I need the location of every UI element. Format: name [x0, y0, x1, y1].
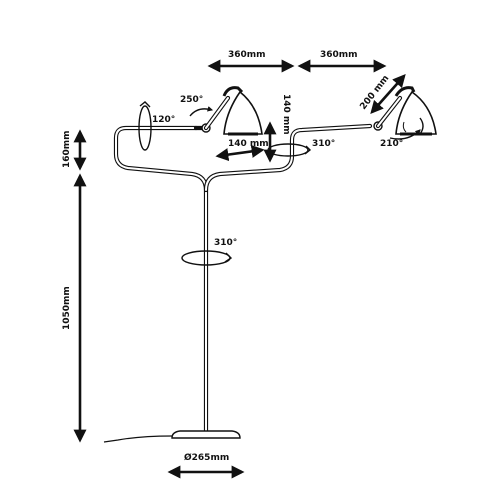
arm-reach-left-label: 360mm — [228, 50, 266, 60]
left-head-tilt-icon — [189, 106, 214, 117]
center-swivel-label: 310° — [312, 139, 335, 149]
right-arm-length-arrow — [370, 74, 406, 114]
center-swivel-icon — [267, 143, 309, 157]
left-arm-extension-arrow — [215, 144, 265, 162]
left-arm-extension-label: 140 mm — [228, 139, 269, 149]
left-arm-vertical-label: 140 mm — [281, 94, 291, 135]
upper-height-label: 160mm — [62, 130, 72, 168]
arm-reach-right-label: 360mm — [320, 50, 358, 60]
right-head-tilt-label: 210° — [380, 139, 403, 149]
lamp-base — [171, 430, 241, 439]
base-diameter-label: Ø265mm — [184, 452, 229, 463]
right-frame-tube — [203, 123, 373, 193]
stem-swivel-label: 310° — [214, 238, 237, 248]
dimension-lines — [73, 59, 406, 479]
power-cord — [103, 435, 173, 443]
stand-height-label: 1050mm — [62, 286, 72, 330]
right-head-tilt-icon — [389, 129, 421, 140]
rotation-indicators — [138, 101, 424, 266]
left-head-bracket — [222, 86, 244, 97]
left-pivot-rotation-icon — [138, 105, 152, 151]
left-head-tilt-label: 250° — [180, 95, 203, 105]
right-arm-length-label: 200 mm — [358, 74, 391, 112]
left-pivot-label: 120° — [152, 115, 175, 125]
